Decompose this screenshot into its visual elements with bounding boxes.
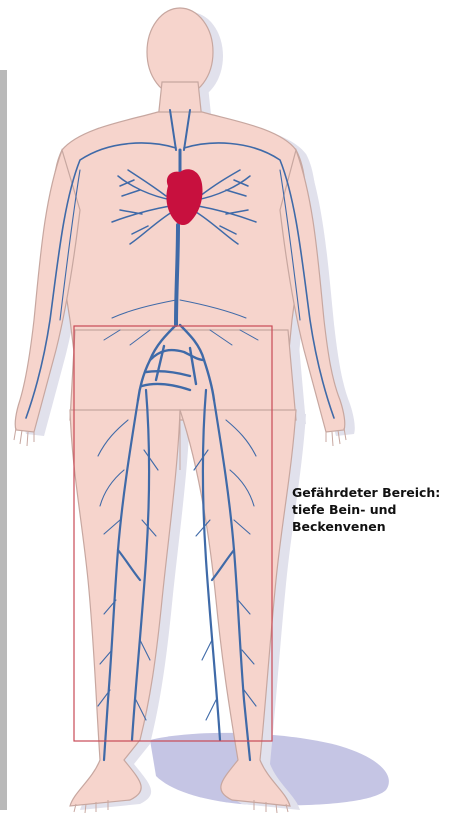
caption-line: Beckenvenen	[292, 518, 458, 535]
caption-line: Gefährdeter Bereich:	[292, 484, 458, 501]
caption-line: tiefe Bein- und	[292, 501, 458, 518]
body-silhouette	[15, 8, 345, 806]
danger-area-caption: Gefährdeter Bereich: tiefe Bein- und Bec…	[292, 484, 458, 535]
